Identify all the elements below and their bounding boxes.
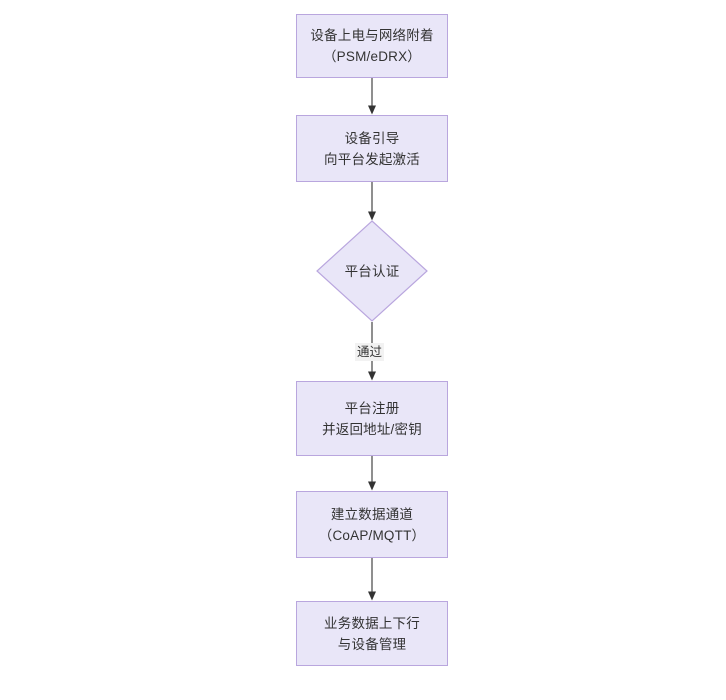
node-label-line: 建立数据通道 [330, 506, 414, 522]
node-label-line: 设备引导 [344, 130, 400, 146]
node-label-line: （CoAP/MQTT） [318, 527, 426, 543]
node-label-line: 平台认证 [344, 263, 400, 279]
node-platform-authentication[interactable]: 平台认证 [316, 220, 428, 322]
node-label-line: 设备上电与网络附着 [310, 28, 434, 43]
edge-label-pass: 通过 [355, 343, 385, 361]
node-label-line: 业务数据上下行 [324, 615, 420, 631]
node-label-line: 与设备管理 [337, 636, 407, 652]
node-device-power-on[interactable]: 设备上电与网络附着 （PSM/eDRX） [296, 14, 448, 78]
node-establish-data-channel[interactable]: 建立数据通道 （CoAP/MQTT） [296, 491, 448, 558]
diamond-shape [316, 220, 428, 322]
node-label-line: 并返回地址/密钥 [322, 421, 422, 437]
node-label-line: （PSM/eDRX） [322, 49, 422, 64]
node-device-bootstrap[interactable]: 设备引导 向平台发起激活 [296, 115, 448, 182]
node-business-data-and-device-management[interactable]: 业务数据上下行 与设备管理 [296, 601, 448, 666]
node-label-line: 向平台发起激活 [324, 151, 420, 167]
node-label-line: 平台注册 [344, 400, 400, 416]
node-platform-registration[interactable]: 平台注册 并返回地址/密钥 [296, 381, 448, 456]
